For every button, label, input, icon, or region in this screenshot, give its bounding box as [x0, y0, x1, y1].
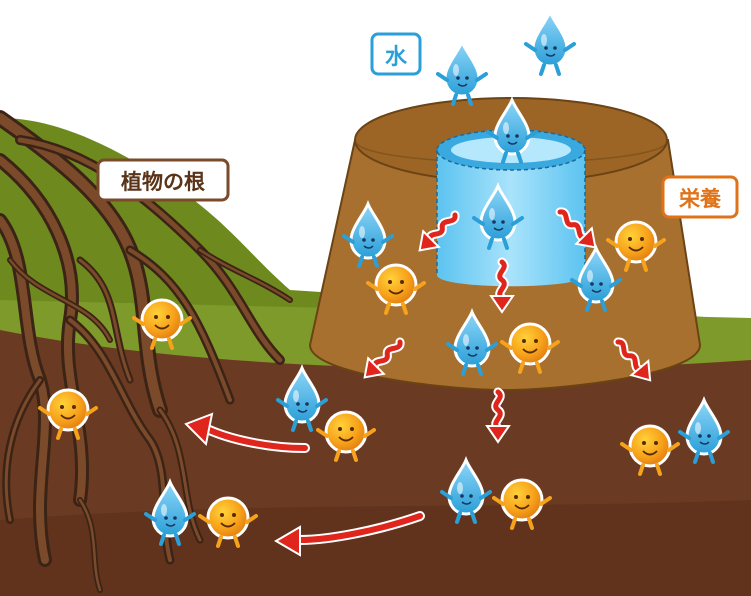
roots-label: 植物の根: [96, 158, 230, 202]
roots-label-text: 植物の根: [121, 170, 205, 194]
water-label: 水: [370, 32, 422, 76]
arrow-to-roots-lower: [274, 511, 425, 557]
arrow-to-roots-upper: [184, 412, 310, 453]
plant-roots: [0, 110, 293, 593]
water-label-text: 水: [385, 45, 408, 70]
nutrients-label-text: 栄養: [678, 187, 722, 211]
soil-dark-layer: [0, 500, 751, 596]
nutrients-label: 栄養: [661, 175, 739, 219]
